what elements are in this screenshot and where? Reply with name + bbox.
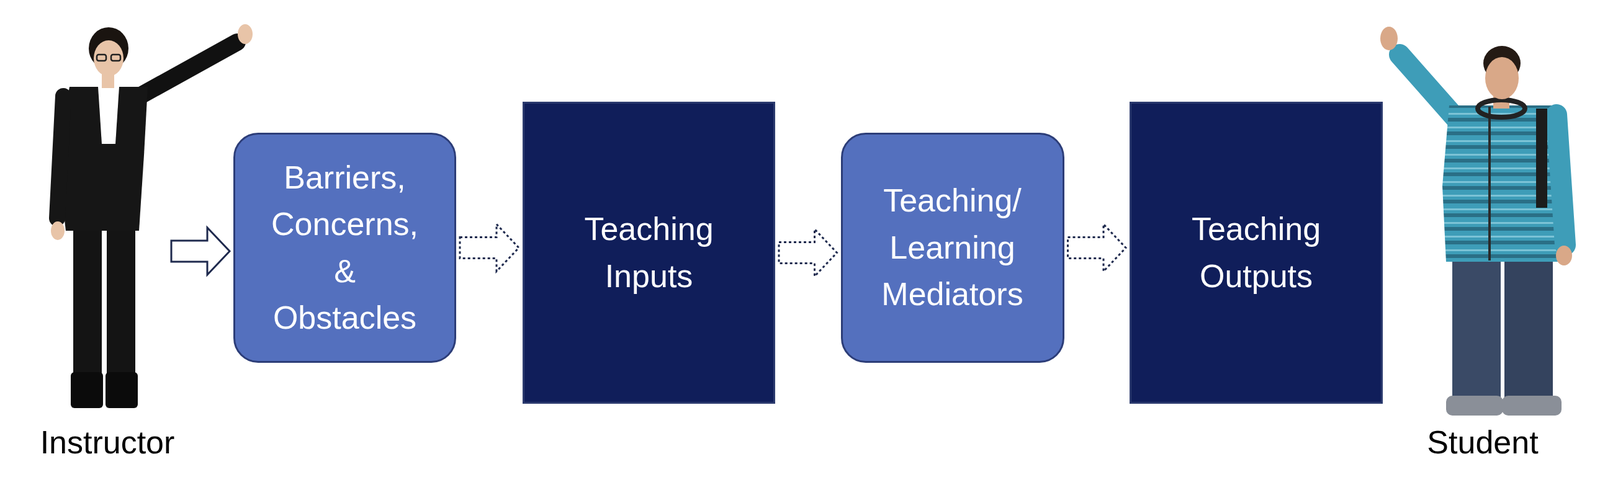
dotted-arrow <box>1068 224 1127 272</box>
dotted-arrow <box>778 229 838 277</box>
student-figure <box>1380 26 1573 416</box>
hollow-arrow <box>171 227 230 275</box>
instructor-figure <box>50 24 253 409</box>
box-label: Teaching Inputs <box>543 206 755 300</box>
rounded-box: Teaching/ Learning Mediators <box>840 132 1065 364</box>
dotted-arrow <box>459 224 519 272</box>
process-box: Teaching Outputs <box>1129 101 1383 405</box>
box-label: Teaching Outputs <box>1150 206 1362 300</box>
figure-label: Student <box>1426 423 1538 462</box>
box-label: Teaching/ Learning Mediators <box>859 177 1046 318</box>
box-label: Barriers, Concerns, & Obstacles <box>263 154 427 342</box>
figure-label: Instructor <box>40 423 176 462</box>
process-box: Teaching Inputs <box>522 101 776 405</box>
rounded-box: Barriers, Concerns, & Obstacles <box>233 132 457 364</box>
